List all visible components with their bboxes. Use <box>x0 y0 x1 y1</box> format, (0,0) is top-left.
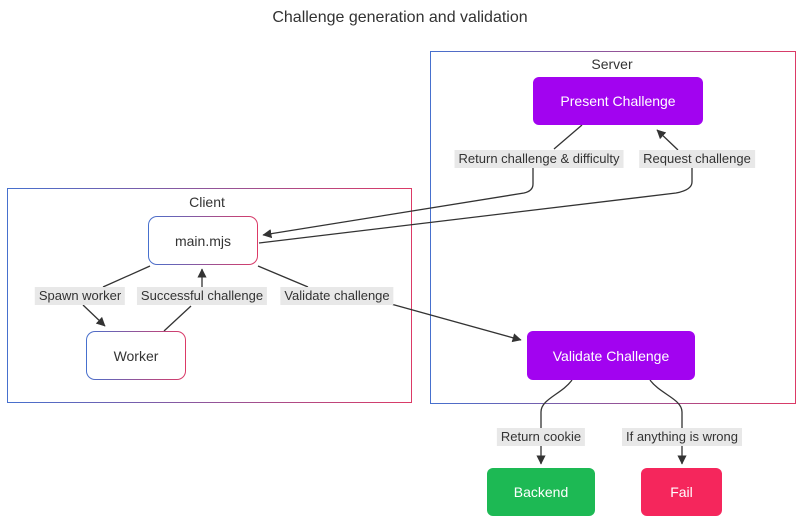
edge-label-return-cookie: Return cookie <box>496 428 586 446</box>
client-container-label: Client <box>187 194 227 210</box>
node-validate-challenge: Validate Challenge <box>527 331 695 380</box>
node-present-challenge-label: Present Challenge <box>560 93 676 109</box>
node-main-mjs-label: main.mjs <box>174 232 231 249</box>
server-container-label: Server <box>589 56 635 72</box>
node-backend: Backend <box>487 468 595 516</box>
node-main-mjs-inner: main.mjs <box>149 217 257 264</box>
node-worker-label: Worker <box>113 347 159 364</box>
edge-label-if-anything-wrong: If anything is wrong <box>621 428 743 446</box>
node-fail: Fail <box>641 468 722 516</box>
node-worker: Worker <box>86 331 186 380</box>
node-main-mjs: main.mjs <box>148 216 258 265</box>
node-validate-challenge-label: Validate Challenge <box>552 347 670 364</box>
node-worker-inner: Worker <box>87 332 185 379</box>
diagram-title: Challenge generation and validation <box>272 9 528 26</box>
node-present-challenge: Present Challenge <box>533 77 703 125</box>
edge-label-spawn-worker: Spawn worker <box>34 287 126 305</box>
node-backend-label: Backend <box>513 484 569 500</box>
edge-label-successful-challenge: Successful challenge <box>136 287 268 305</box>
edge-label-request-challenge: Request challenge <box>639 150 755 168</box>
edge-label-validate-challenge: Validate challenge <box>280 287 394 305</box>
edge-label-return-challenge: Return challenge & difficulty <box>454 150 624 168</box>
node-fail-label: Fail <box>670 484 693 500</box>
